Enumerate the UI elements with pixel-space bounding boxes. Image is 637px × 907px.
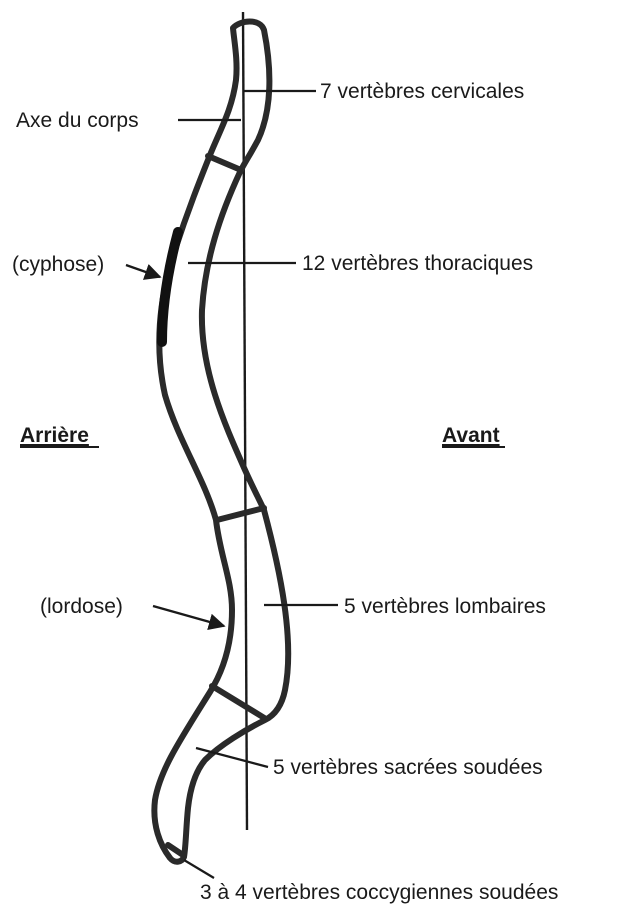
label-cervical: 7 vertèbres cervicales: [320, 80, 524, 103]
label-front: Avant: [442, 424, 500, 447]
label-thoracic: 12 vertèbres thoraciques: [302, 252, 533, 275]
leader-coccygeal: [184, 860, 214, 878]
label-body-axis: Axe du corps: [16, 109, 139, 132]
spine-outline: [154, 22, 288, 862]
divider-lumbar-sacral: [212, 686, 266, 719]
kyphosis-highlight: [162, 232, 178, 342]
arrow-kyphosis: [126, 265, 160, 277]
label-kyphosis: (cyphose): [12, 253, 104, 276]
divider-thoracic-lumbar: [217, 508, 264, 520]
arrow-lordosis: [153, 606, 224, 626]
label-lordosis: (lordose): [40, 595, 123, 618]
divider-cervical-thoracic: [208, 156, 241, 170]
label-sacral: 5 vertèbres sacrées soudées: [273, 756, 543, 779]
label-lumbar: 5 vertèbres lombaires: [344, 595, 546, 618]
label-back: Arrière: [20, 424, 89, 447]
label-coccygeal: 3 à 4 vertèbres coccygiennes soudées: [200, 881, 558, 904]
